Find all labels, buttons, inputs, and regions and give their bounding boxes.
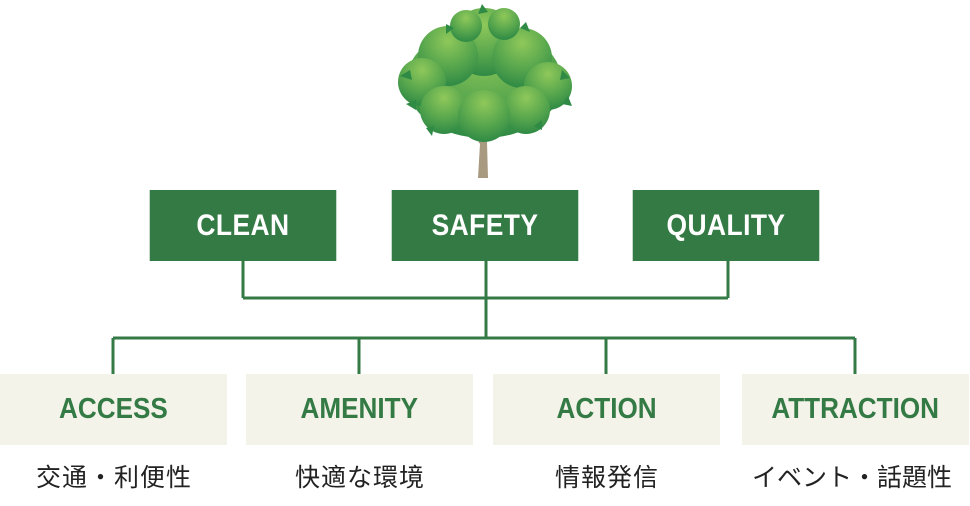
- bottom-node-amenity: AMENITY: [246, 374, 473, 445]
- top-node-safety: SAFETY: [391, 190, 579, 261]
- bottom-node-attraction: ATTRACTION: [742, 374, 969, 445]
- top-node-label: CLEAN: [196, 208, 290, 242]
- bottom-node-access: ACCESS: [0, 374, 227, 445]
- top-node-label: SAFETY: [431, 208, 539, 242]
- top-node-clean: CLEAN: [149, 190, 337, 261]
- description-attraction: イベント・話題性: [751, 463, 952, 492]
- bottom-node-action: ACTION: [493, 374, 720, 445]
- top-node-label: QUALITY: [666, 208, 786, 242]
- description-action: 情報発信: [554, 463, 659, 492]
- tree-icon: [398, 4, 572, 178]
- bottom-node-label: ACTION: [556, 393, 657, 425]
- bottom-node-label: ATTRACTION: [771, 393, 940, 425]
- bottom-node-label: ACCESS: [59, 393, 168, 425]
- description-amenity: 快適な環境: [294, 463, 425, 492]
- bottom-node-label: AMENITY: [300, 393, 419, 425]
- description-access: 交通・利便性: [35, 463, 192, 492]
- top-node-quality: QUALITY: [632, 190, 820, 261]
